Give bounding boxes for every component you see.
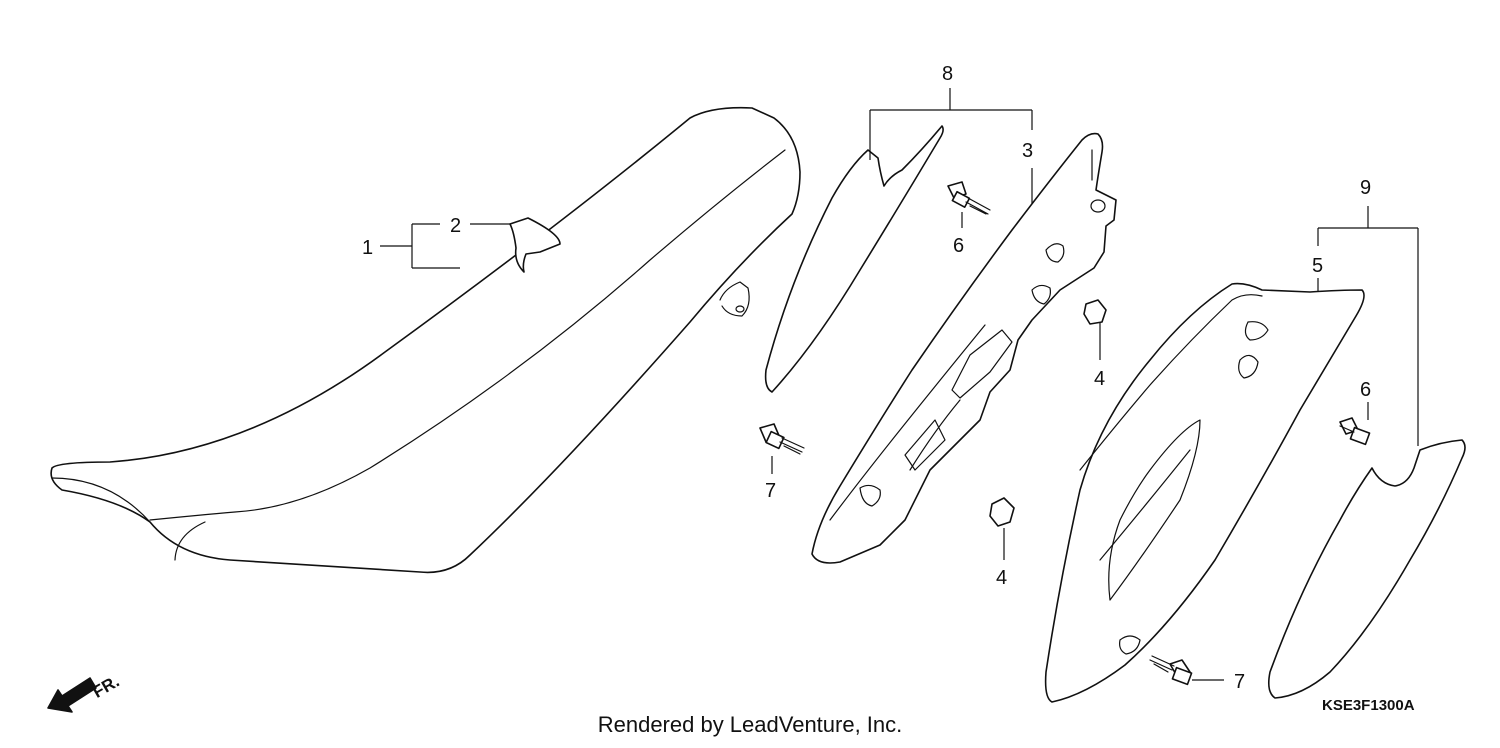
callout-6-upper: 6: [953, 235, 964, 257]
callout-4-lower: 4: [996, 567, 1007, 589]
nut-4-upper: [1083, 299, 1107, 325]
callout-7-right: 7: [1234, 671, 1245, 693]
rendered-by-caption: Rendered by LeadVenture, Inc.: [598, 712, 903, 737]
seat-strap: [509, 217, 561, 273]
callout-3: 3: [1022, 140, 1033, 162]
callout-2: 2: [450, 215, 461, 237]
diagram-code: KSE3F1300A: [1322, 697, 1415, 714]
left-stripe-decal: [764, 125, 944, 393]
front-direction-label: FR.: [89, 672, 122, 702]
right-stripe-decal: [1268, 439, 1466, 699]
left-side-cover: [811, 132, 1117, 564]
front-direction-arrow: FR.: [47, 672, 123, 713]
callout-5: 5: [1312, 255, 1323, 277]
callout-1: 1: [362, 237, 373, 259]
nut-4-lower: [989, 497, 1015, 527]
bolt-7-left: [759, 423, 805, 455]
callout-4-upper: 4: [1094, 368, 1105, 390]
callout-9: 9: [1360, 177, 1371, 199]
bolt-7-bottom: [1149, 655, 1193, 686]
callout-7-left: 7: [765, 480, 776, 502]
bolt-6-upper: [947, 181, 991, 215]
leader-lines: [380, 88, 1419, 681]
right-side-cover: [1044, 282, 1365, 703]
bolt-6-right: [1339, 417, 1371, 446]
callouts: 1 2 3 4 4 5 6 6 7 7 8 9: [362, 63, 1371, 693]
callout-6-right: 6: [1360, 379, 1371, 401]
seat-assembly: [50, 106, 801, 574]
callout-8: 8: [942, 63, 953, 85]
